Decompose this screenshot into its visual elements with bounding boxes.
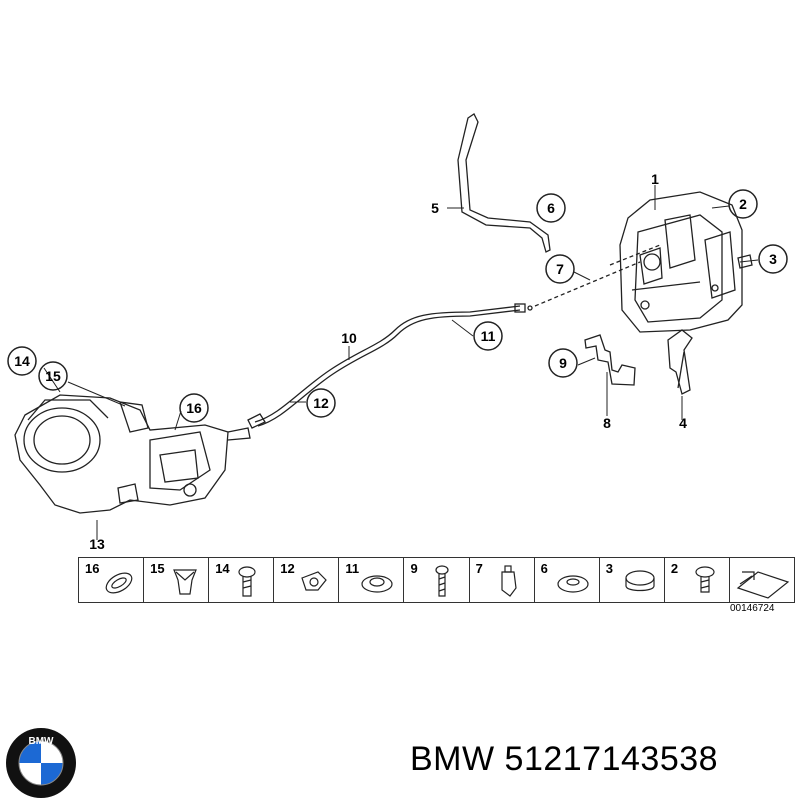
strip-cell-15: 15 [144, 558, 210, 602]
callout-9: 9 [559, 355, 567, 371]
strip-cell-14: 14 [209, 558, 275, 602]
actuator-assembly [14, 394, 251, 514]
callout-10: 10 [341, 330, 357, 346]
bolt-icon [435, 565, 450, 597]
strip-cell-7: 7 [470, 558, 535, 602]
strip-cell-2: 2 [665, 558, 730, 602]
plug-icon [625, 570, 655, 592]
cable-part-10 [254, 305, 521, 423]
strip-cell-11: 11 [339, 558, 405, 602]
strip-label: 3 [605, 561, 613, 576]
part-number: 51217143538 [504, 740, 719, 778]
strip-label: 15 [150, 561, 165, 576]
callout-8: 8 [603, 415, 611, 431]
callout-14: 14 [14, 353, 30, 369]
rod-part-5 [457, 113, 551, 253]
strip-label: 7 [475, 561, 483, 576]
callout-5: 5 [431, 200, 439, 216]
callout-2: 2 [739, 196, 747, 212]
rod-clip-icon [500, 565, 517, 597]
strip-cell-arrow [730, 558, 794, 602]
fastener-parts-strip: 16 15 14 12 11 9 7 6 3 2 [78, 557, 795, 603]
strip-label: 14 [215, 561, 230, 576]
strip-label: 6 [540, 561, 548, 576]
clip-icon [173, 569, 197, 595]
reference-number: 00146724 [730, 603, 775, 614]
strip-cell-16: 16 [79, 558, 145, 602]
logo-lettering: BMW [29, 736, 55, 747]
lock-housing [619, 191, 753, 333]
bmw-logo: BMW [6, 728, 76, 798]
direction-arrow-icon [736, 571, 790, 599]
screw-icon [695, 566, 715, 593]
bracket-part-8 [584, 334, 636, 386]
callout-11: 11 [481, 328, 496, 344]
strip-label: 16 [85, 561, 100, 576]
exploded-parts-diagram: 1 2 3 4 5 6 7 8 9 10 11 12 13 14 15 16 [7, 113, 788, 552]
bushing-icon [361, 575, 393, 593]
callout-1: 1 [651, 171, 659, 187]
strip-label: 2 [670, 561, 679, 576]
callout-15: 15 [45, 368, 61, 384]
screw-icon [238, 566, 256, 597]
strip-cell-3: 3 [600, 558, 665, 602]
bearing-icon [557, 575, 589, 593]
strip-cell-12: 12 [274, 558, 340, 602]
strip-label: 11 [345, 561, 360, 576]
callout-7: 7 [556, 261, 564, 277]
callout-4: 4 [679, 415, 687, 431]
brand-part-number-line: BMW 51217143538 [410, 740, 718, 779]
cable-clip-icon [301, 571, 328, 591]
strip-cell-9: 9 [404, 558, 470, 602]
callout-12: 12 [313, 395, 329, 411]
strip-label: 12 [280, 561, 295, 576]
callout-6: 6 [547, 200, 555, 216]
strip-cell-6: 6 [535, 558, 600, 602]
callout-3: 3 [769, 251, 777, 267]
grommet-icon [105, 572, 133, 594]
callout-16: 16 [186, 400, 202, 416]
lever-part-4 [667, 329, 693, 395]
callout-13: 13 [89, 536, 105, 552]
brand-name: BMW [410, 740, 495, 778]
strip-label: 9 [410, 561, 418, 576]
